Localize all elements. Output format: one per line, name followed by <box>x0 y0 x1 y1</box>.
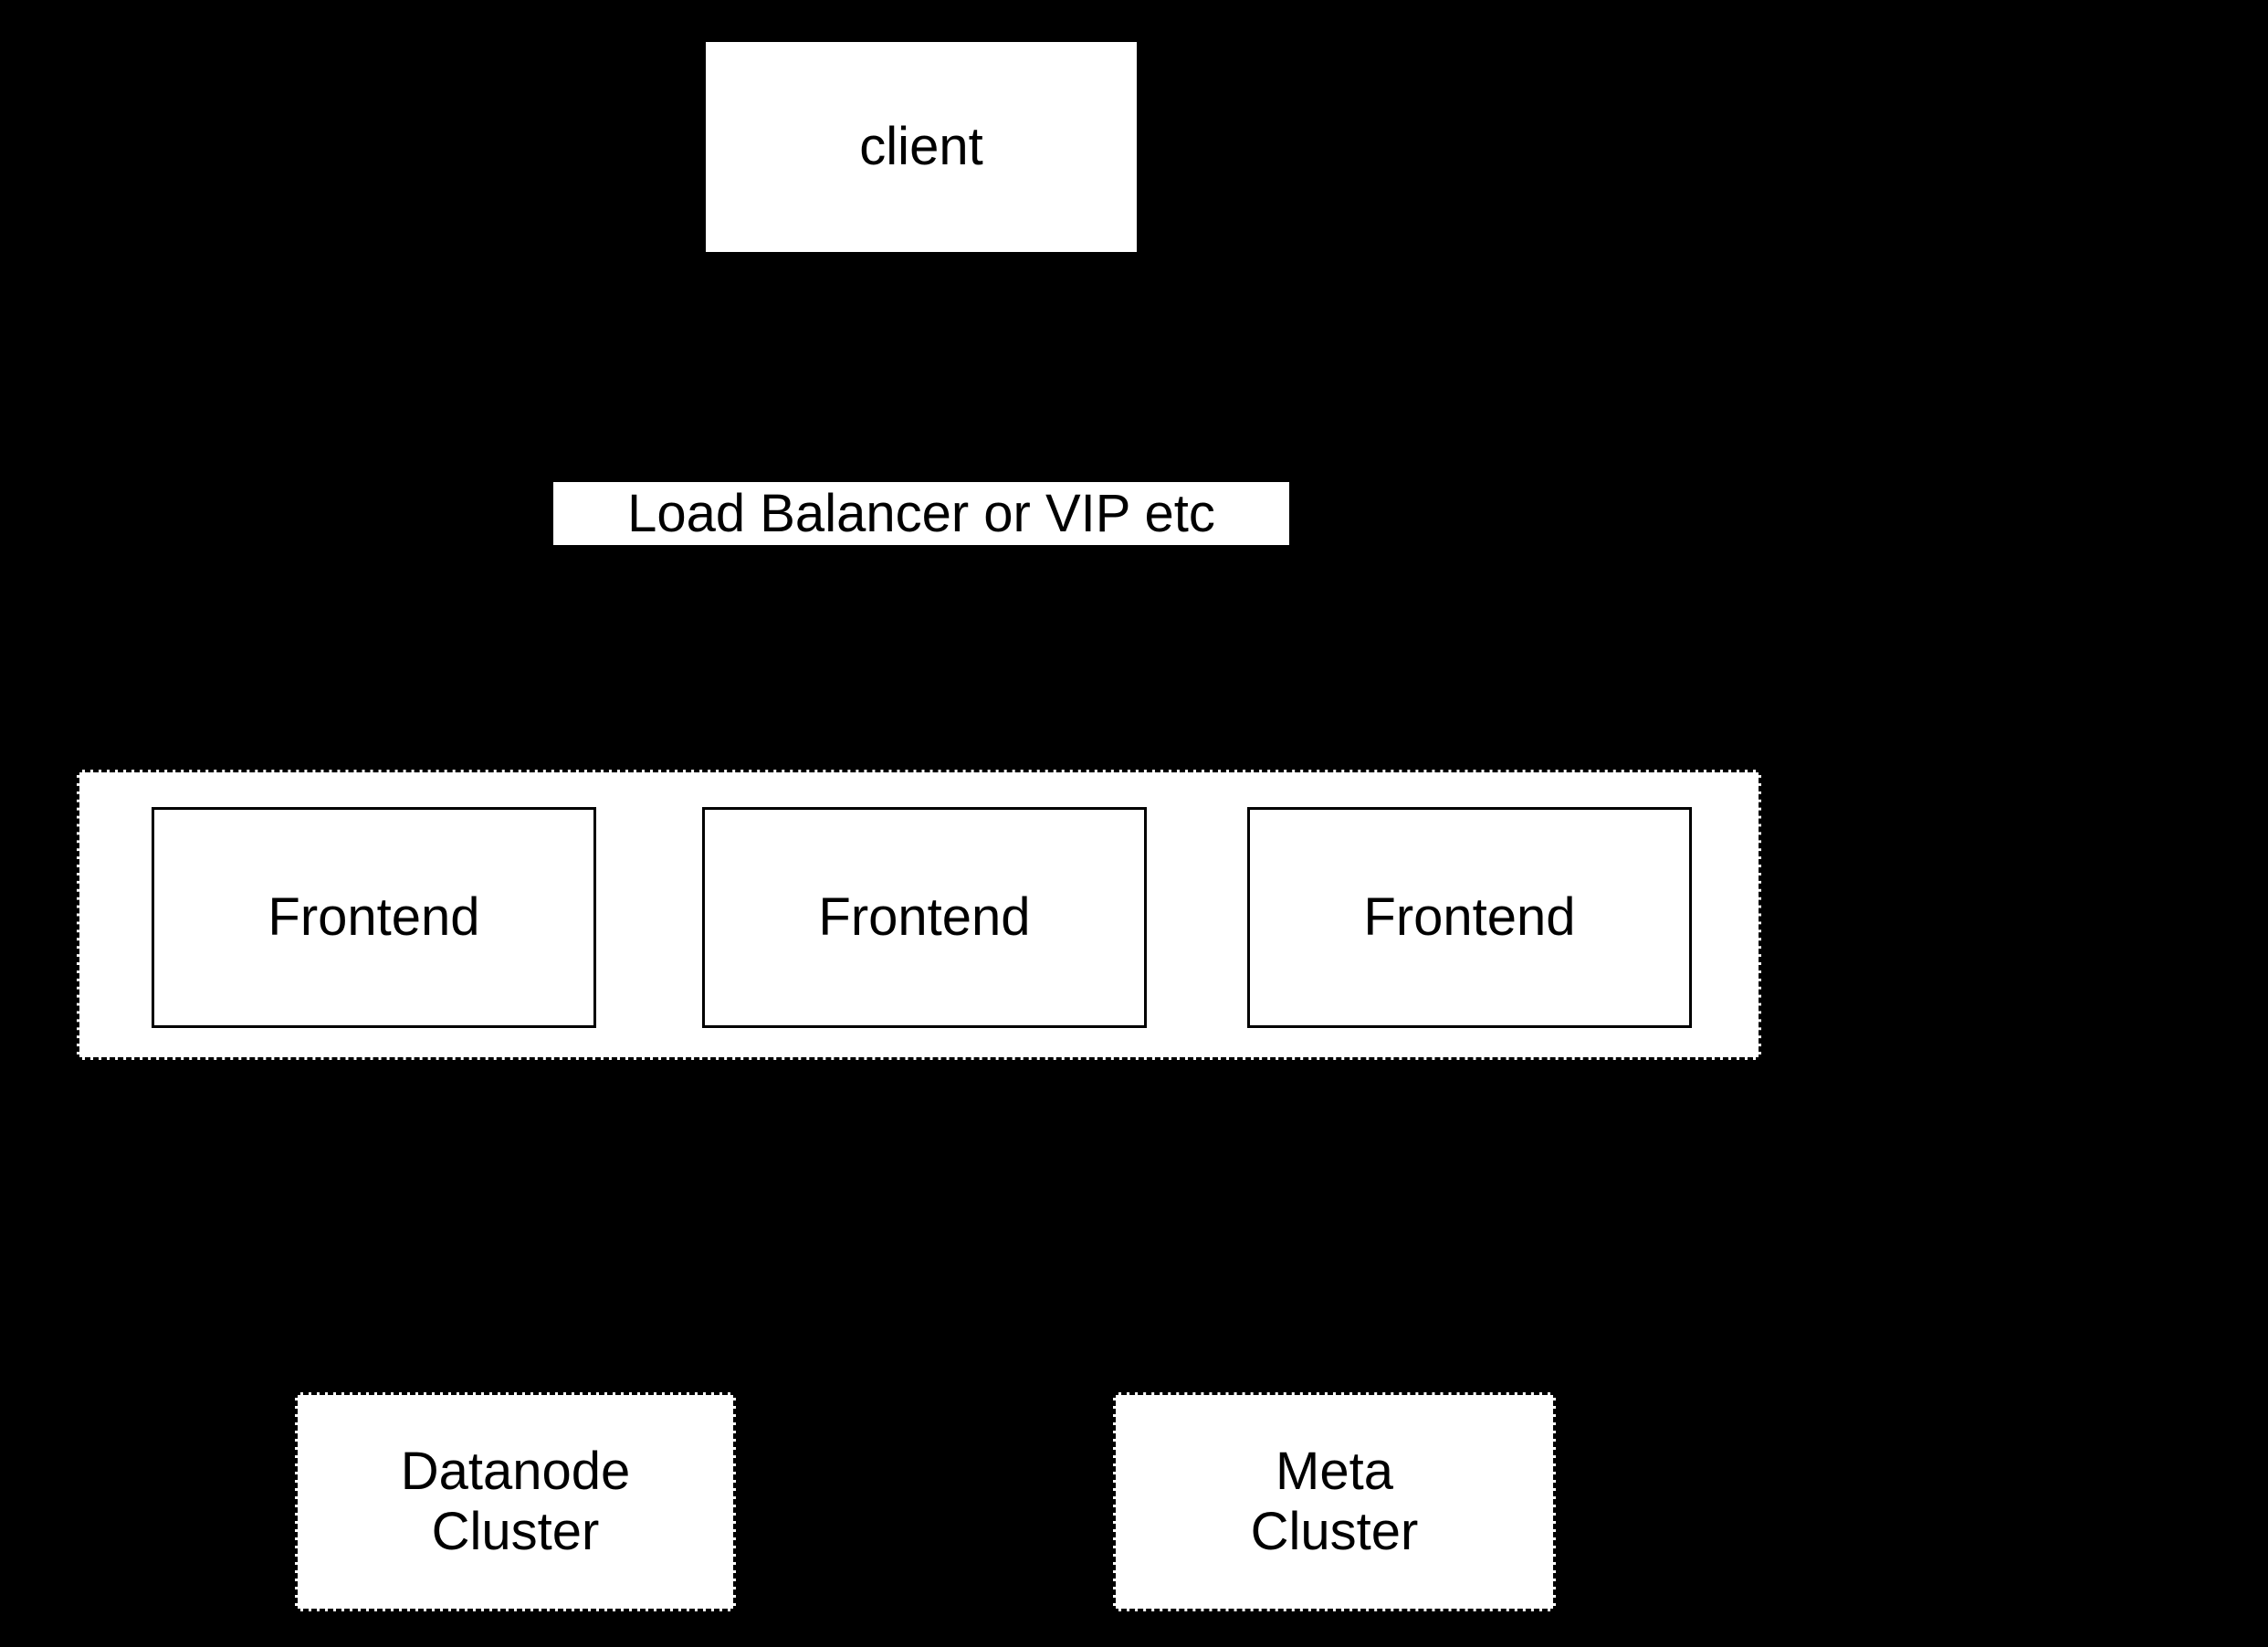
frontend-node-3-label: Frontend <box>1363 887 1576 947</box>
meta-cluster-node-label: Meta Cluster <box>1250 1442 1419 1561</box>
frontend-node-2-label: Frontend <box>818 887 1031 947</box>
frontend-node-2: Frontend <box>702 807 1147 1028</box>
datanode-cluster-node-label: Datanode Cluster <box>400 1442 631 1561</box>
frontend-node-1: Frontend <box>152 807 596 1028</box>
datanode-cluster-node: Datanode Cluster <box>295 1392 736 1611</box>
frontend-group-container: Frontend Frontend Frontend <box>77 770 1761 1060</box>
frontend-node-3: Frontend <box>1247 807 1692 1028</box>
load-balancer-node: Load Balancer or VIP etc <box>551 479 1292 548</box>
client-node-label: client <box>859 117 983 176</box>
load-balancer-node-label: Load Balancer or VIP etc <box>627 483 1215 543</box>
client-node: client <box>703 39 1139 255</box>
meta-cluster-node: Meta Cluster <box>1113 1392 1556 1611</box>
frontend-node-1-label: Frontend <box>268 887 480 947</box>
